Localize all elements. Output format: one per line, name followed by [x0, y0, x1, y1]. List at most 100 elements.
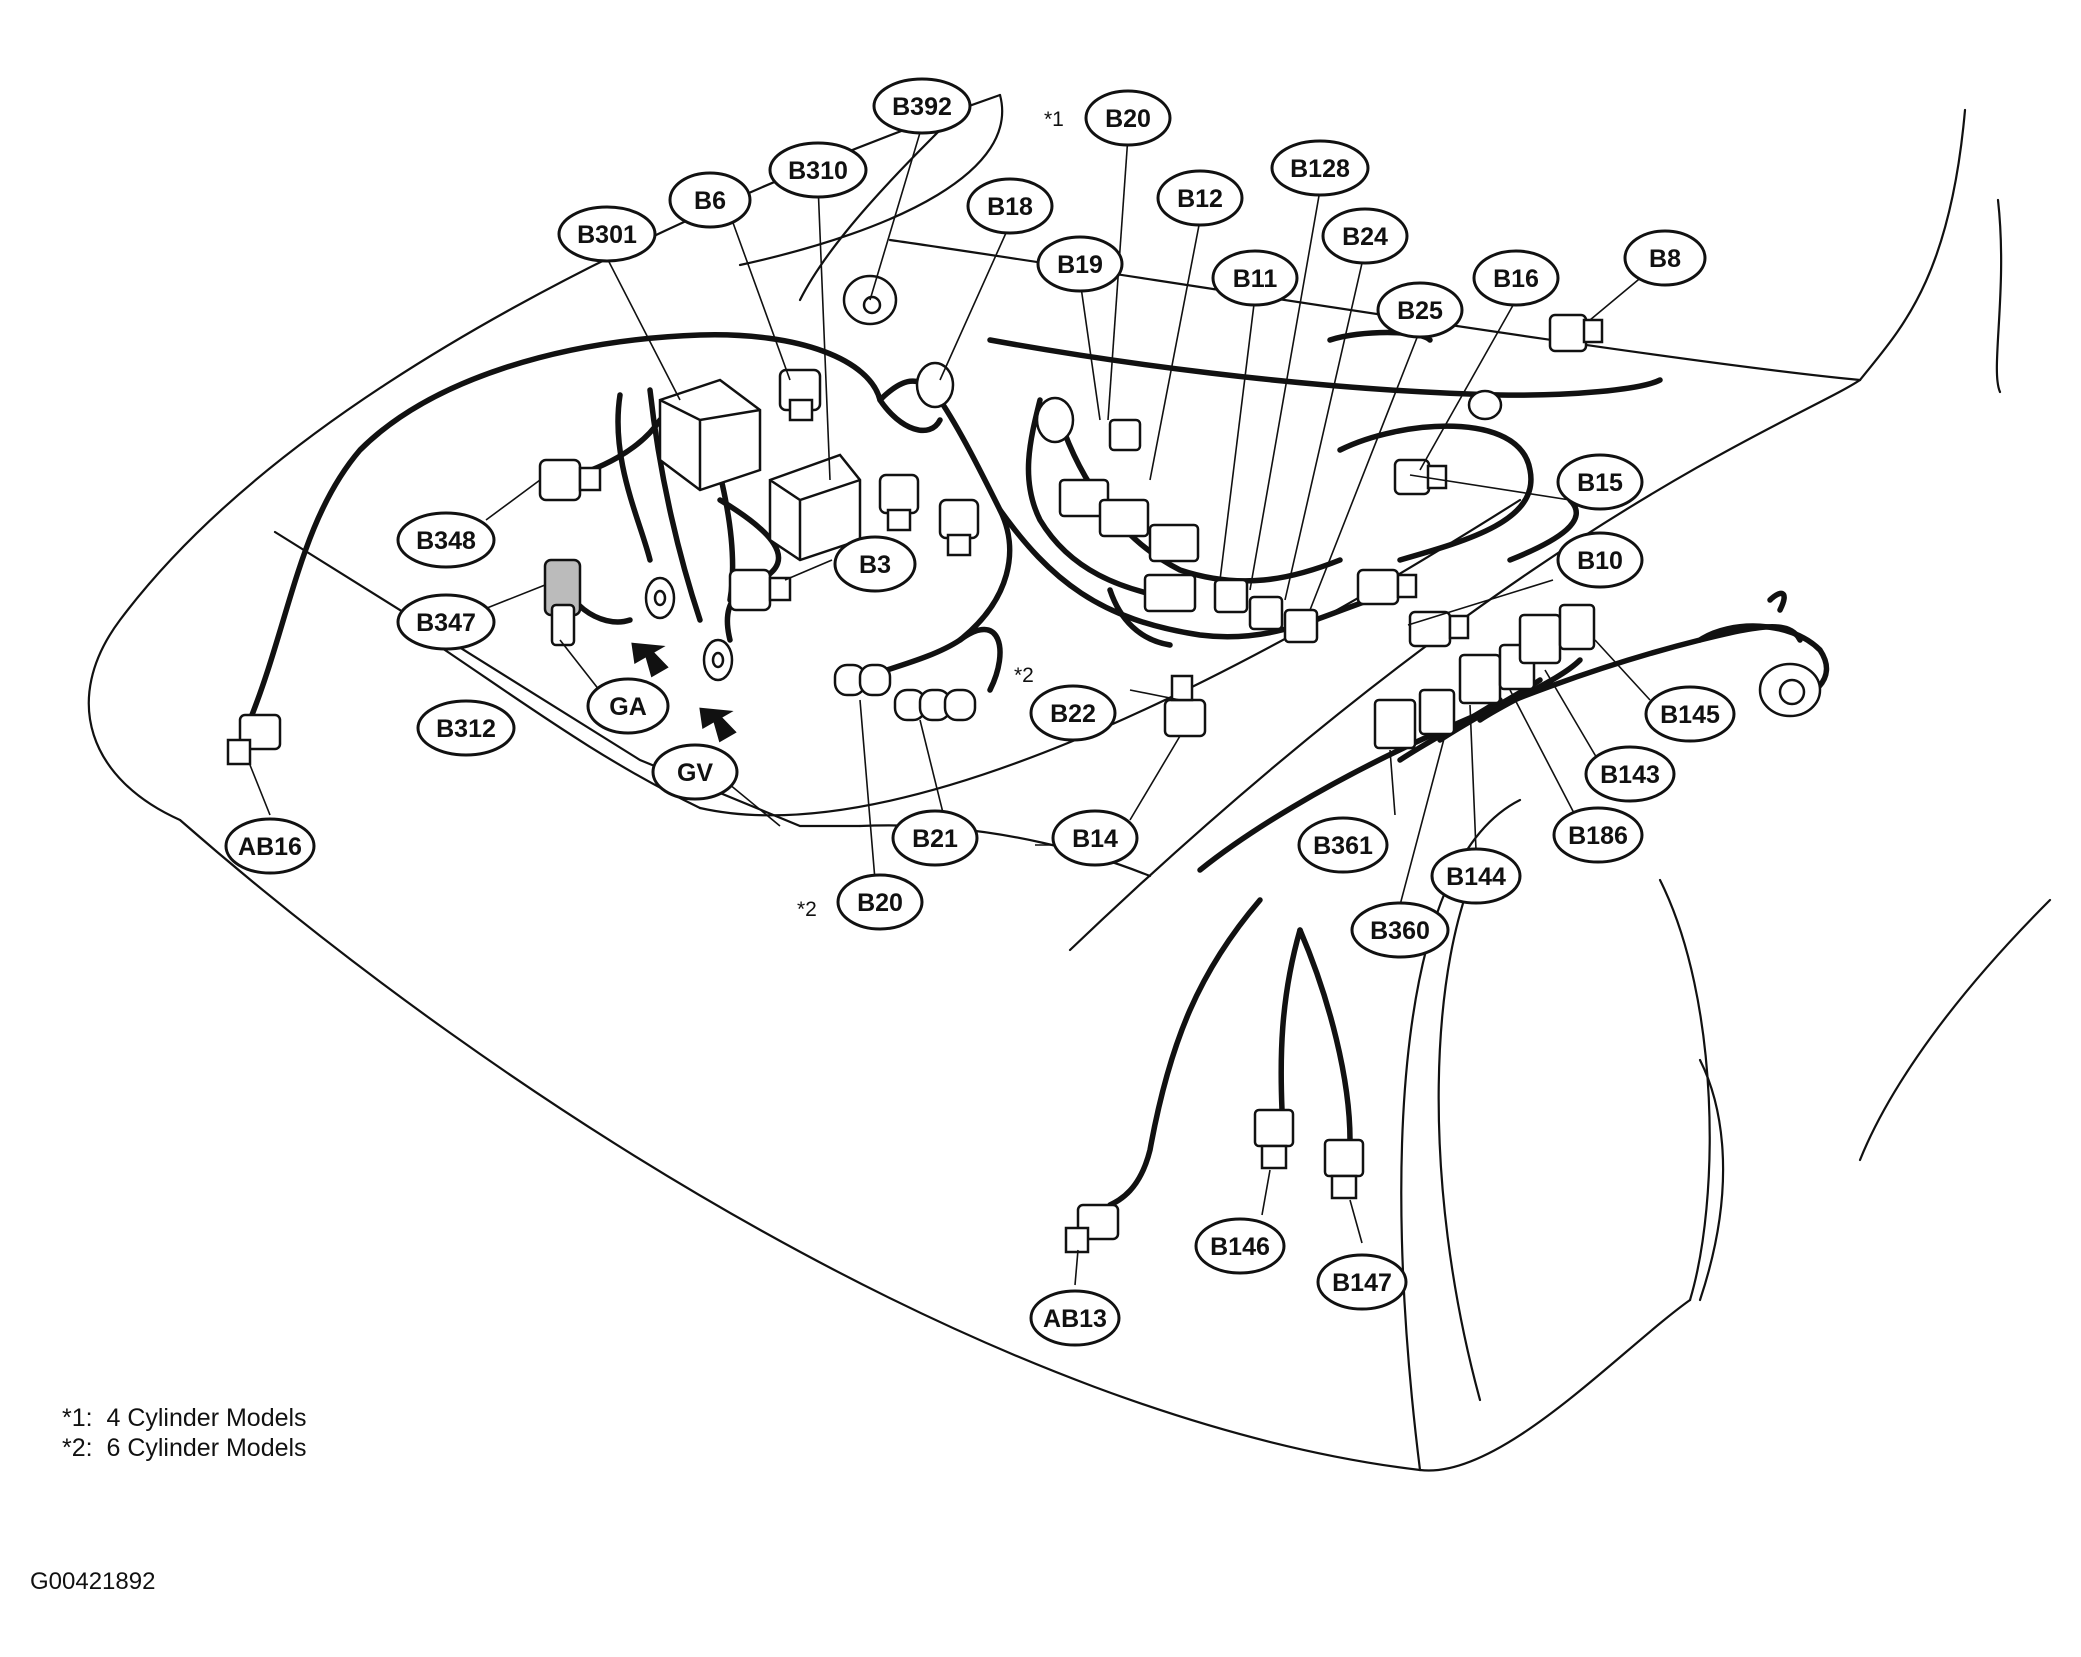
callout-text: B146 — [1210, 1233, 1270, 1261]
callout-ellipse — [1029, 684, 1117, 742]
callout-text: B18 — [987, 193, 1033, 221]
callout-ellipse — [1270, 139, 1370, 197]
callout-b144: B144 — [1430, 847, 1522, 905]
callout-ellipse — [1552, 806, 1644, 864]
callout-text: B20 — [1105, 105, 1151, 133]
callout-ellipse — [891, 809, 979, 867]
callout-ellipse — [1084, 89, 1172, 147]
callout-b3: B3 — [833, 535, 917, 593]
callout-ellipse — [651, 743, 739, 801]
callout-ellipse — [224, 817, 316, 875]
callout-b146: B146 — [1194, 1217, 1286, 1275]
callout-text: B20 — [857, 889, 903, 917]
callout-ellipse — [1297, 816, 1389, 874]
callout-ellipse — [396, 593, 496, 651]
callout-ellipse — [1644, 685, 1736, 743]
callout-text: B25 — [1397, 297, 1443, 325]
callout-b25: B25 — [1376, 281, 1464, 339]
vehicle-body-outline — [87, 93, 2052, 1472]
star-mark-1: *1 — [1044, 108, 1064, 131]
callout-text: B143 — [1600, 761, 1660, 789]
callout-ellipse — [833, 535, 917, 593]
callout-text: B6 — [694, 187, 726, 215]
callout-ellipse — [1556, 453, 1644, 511]
callout-b301: B301 — [557, 205, 657, 263]
callout-ellipse — [872, 77, 972, 135]
callout-text: B392 — [892, 93, 952, 121]
callout-text: B301 — [577, 221, 637, 249]
callout-b11: B11 — [1211, 249, 1299, 307]
callout-text: AB13 — [1043, 1305, 1107, 1333]
callout-text: B347 — [416, 609, 476, 637]
callout-text: GA — [609, 693, 647, 721]
callout-text: B10 — [1577, 547, 1623, 575]
callout-b143: B143 — [1584, 745, 1676, 803]
callout-b22: B22 — [1029, 684, 1117, 742]
callout-ellipse — [1029, 1289, 1121, 1347]
figure-id: G00421892 — [30, 1568, 156, 1595]
callout-ellipse — [416, 699, 516, 757]
callout-b16: B16 — [1472, 249, 1560, 307]
callout-b348: B348 — [396, 511, 496, 569]
callout-b10: B10 — [1556, 531, 1644, 589]
callout-text: B147 — [1332, 1269, 1392, 1297]
callout-text: B310 — [788, 157, 848, 185]
callout-text: GV — [677, 759, 713, 787]
callout-b19: B19 — [1036, 235, 1124, 293]
callout-ellipse — [396, 511, 496, 569]
callout-ellipse — [586, 677, 670, 735]
callout-ellipse — [1472, 249, 1560, 307]
callout-text: B21 — [912, 825, 958, 853]
callout-b6: B6 — [668, 171, 752, 229]
callout-ellipse — [1194, 1217, 1286, 1275]
callout-ellipse — [668, 171, 752, 229]
callout-text: B8 — [1649, 245, 1681, 273]
callout-ellipse — [1211, 249, 1299, 307]
callout-b12: B12 — [1156, 169, 1244, 227]
callout-ellipse — [1623, 229, 1707, 287]
star-mark-2b: *2 — [797, 898, 817, 921]
callout-ellipse — [1430, 847, 1522, 905]
callout-text: B312 — [436, 715, 496, 743]
callout-b21: B21 — [891, 809, 979, 867]
callout-text: B361 — [1313, 832, 1373, 860]
callout-text: B24 — [1342, 223, 1388, 251]
callout-ellipse — [966, 177, 1054, 235]
callout-ga: GA — [586, 677, 670, 735]
callout-b14: B14 — [1051, 809, 1139, 867]
callout-text: B14 — [1072, 825, 1118, 853]
ground-arrows — [631, 642, 737, 743]
callout-text: B145 — [1660, 701, 1720, 729]
callout-b392: B392 — [872, 77, 972, 135]
callout-ellipse — [1584, 745, 1676, 803]
callout-ellipse — [1051, 809, 1139, 867]
callout-b312: B312 — [416, 699, 516, 757]
callout-b186: B186 — [1552, 806, 1644, 864]
callout-text: B12 — [1177, 185, 1223, 213]
callout-text: B360 — [1370, 917, 1430, 945]
callout-text: B144 — [1446, 863, 1506, 891]
callout-text: B16 — [1493, 265, 1539, 293]
callout-b347: B347 — [396, 593, 496, 651]
footnote-1: *1: 4 Cylinder Models — [62, 1404, 307, 1432]
callout-ellipse — [1556, 531, 1644, 589]
callout-b145: B145 — [1644, 685, 1736, 743]
callout-ellipse — [1036, 235, 1124, 293]
callout-b147: B147 — [1316, 1253, 1408, 1311]
callout-text: B11 — [1233, 265, 1278, 293]
callout-b15: B15 — [1556, 453, 1644, 511]
callout-b361: B361 — [1297, 816, 1389, 874]
callout-b128: B128 — [1270, 139, 1370, 197]
callout-ellipse — [1321, 207, 1409, 265]
callout-text: AB16 — [238, 833, 302, 861]
callout-ab16: AB16 — [224, 817, 316, 875]
callout-b20: B20 — [1084, 89, 1172, 147]
callout-b360: B360 — [1350, 901, 1450, 959]
callout-text: B186 — [1568, 822, 1628, 850]
callout-ellipse — [1156, 169, 1244, 227]
callout-text: B15 — [1577, 469, 1623, 497]
callout-ab13: AB13 — [1029, 1289, 1121, 1347]
star-mark-2a: *2 — [1014, 664, 1034, 687]
callout-text: B22 — [1050, 700, 1096, 728]
